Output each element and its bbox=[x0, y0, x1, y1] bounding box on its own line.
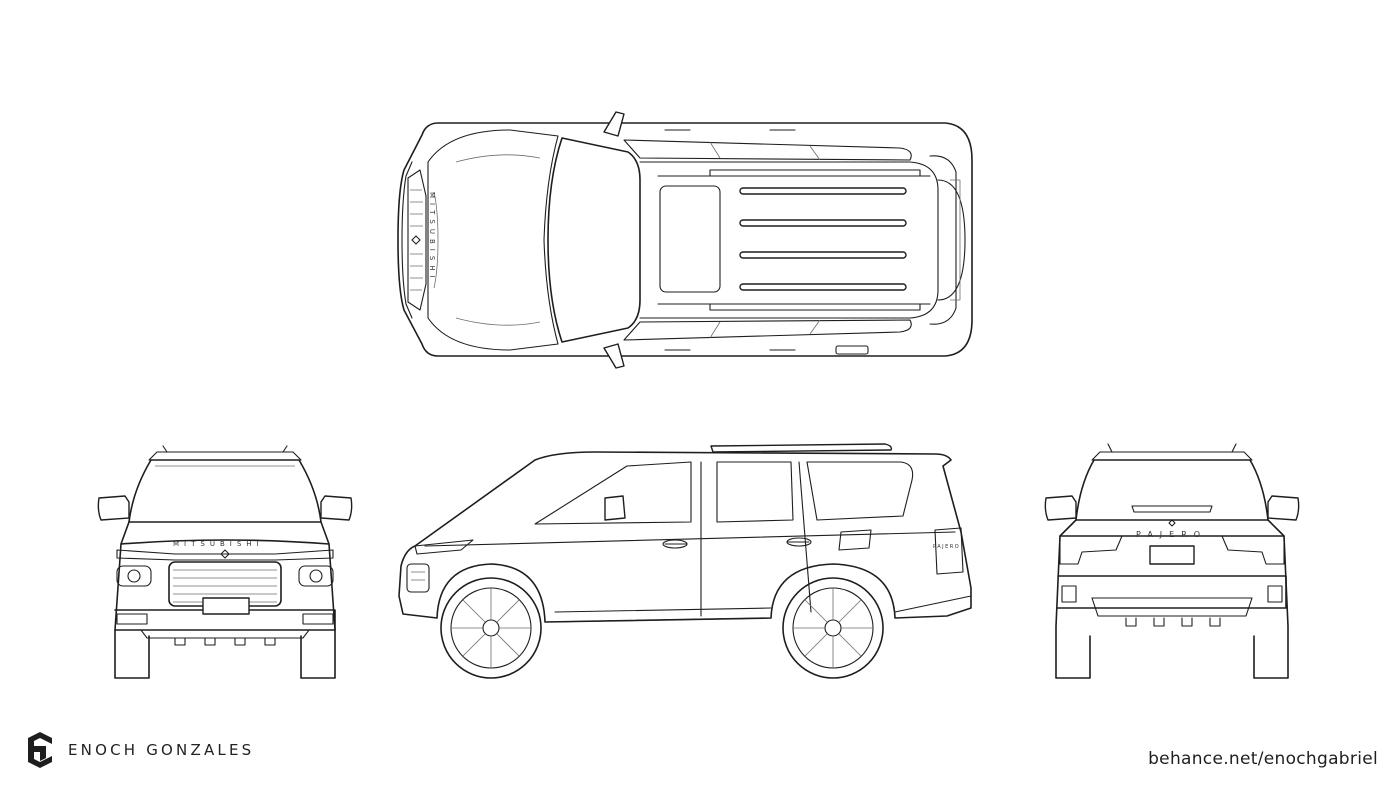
eg-monogram-icon bbox=[28, 732, 52, 768]
side-view-drawing: PAJERO bbox=[395, 436, 980, 686]
portfolio-link[interactable]: behance.net/enochgabriel bbox=[1148, 749, 1378, 769]
rear-view-drawing: PAJERO bbox=[1042, 440, 1307, 685]
front-view-drawing: MITSUBISHI bbox=[95, 440, 360, 685]
designer-brand: ENOCH GONZALES bbox=[26, 732, 254, 768]
front-hood-badge: MITSUBISHI bbox=[173, 540, 264, 548]
top-hood-badge: MITSUBISHI bbox=[428, 192, 436, 283]
rear-wheel bbox=[782, 577, 884, 679]
roof-rails bbox=[709, 169, 921, 311]
designer-name: ENOCH GONZALES bbox=[68, 741, 255, 759]
front-wheel bbox=[440, 577, 542, 679]
rear-badge: PAJERO bbox=[1136, 530, 1207, 539]
side-rear-badge: PAJERO bbox=[933, 544, 960, 550]
top-view-drawing: MITSUBISHI bbox=[390, 100, 980, 375]
